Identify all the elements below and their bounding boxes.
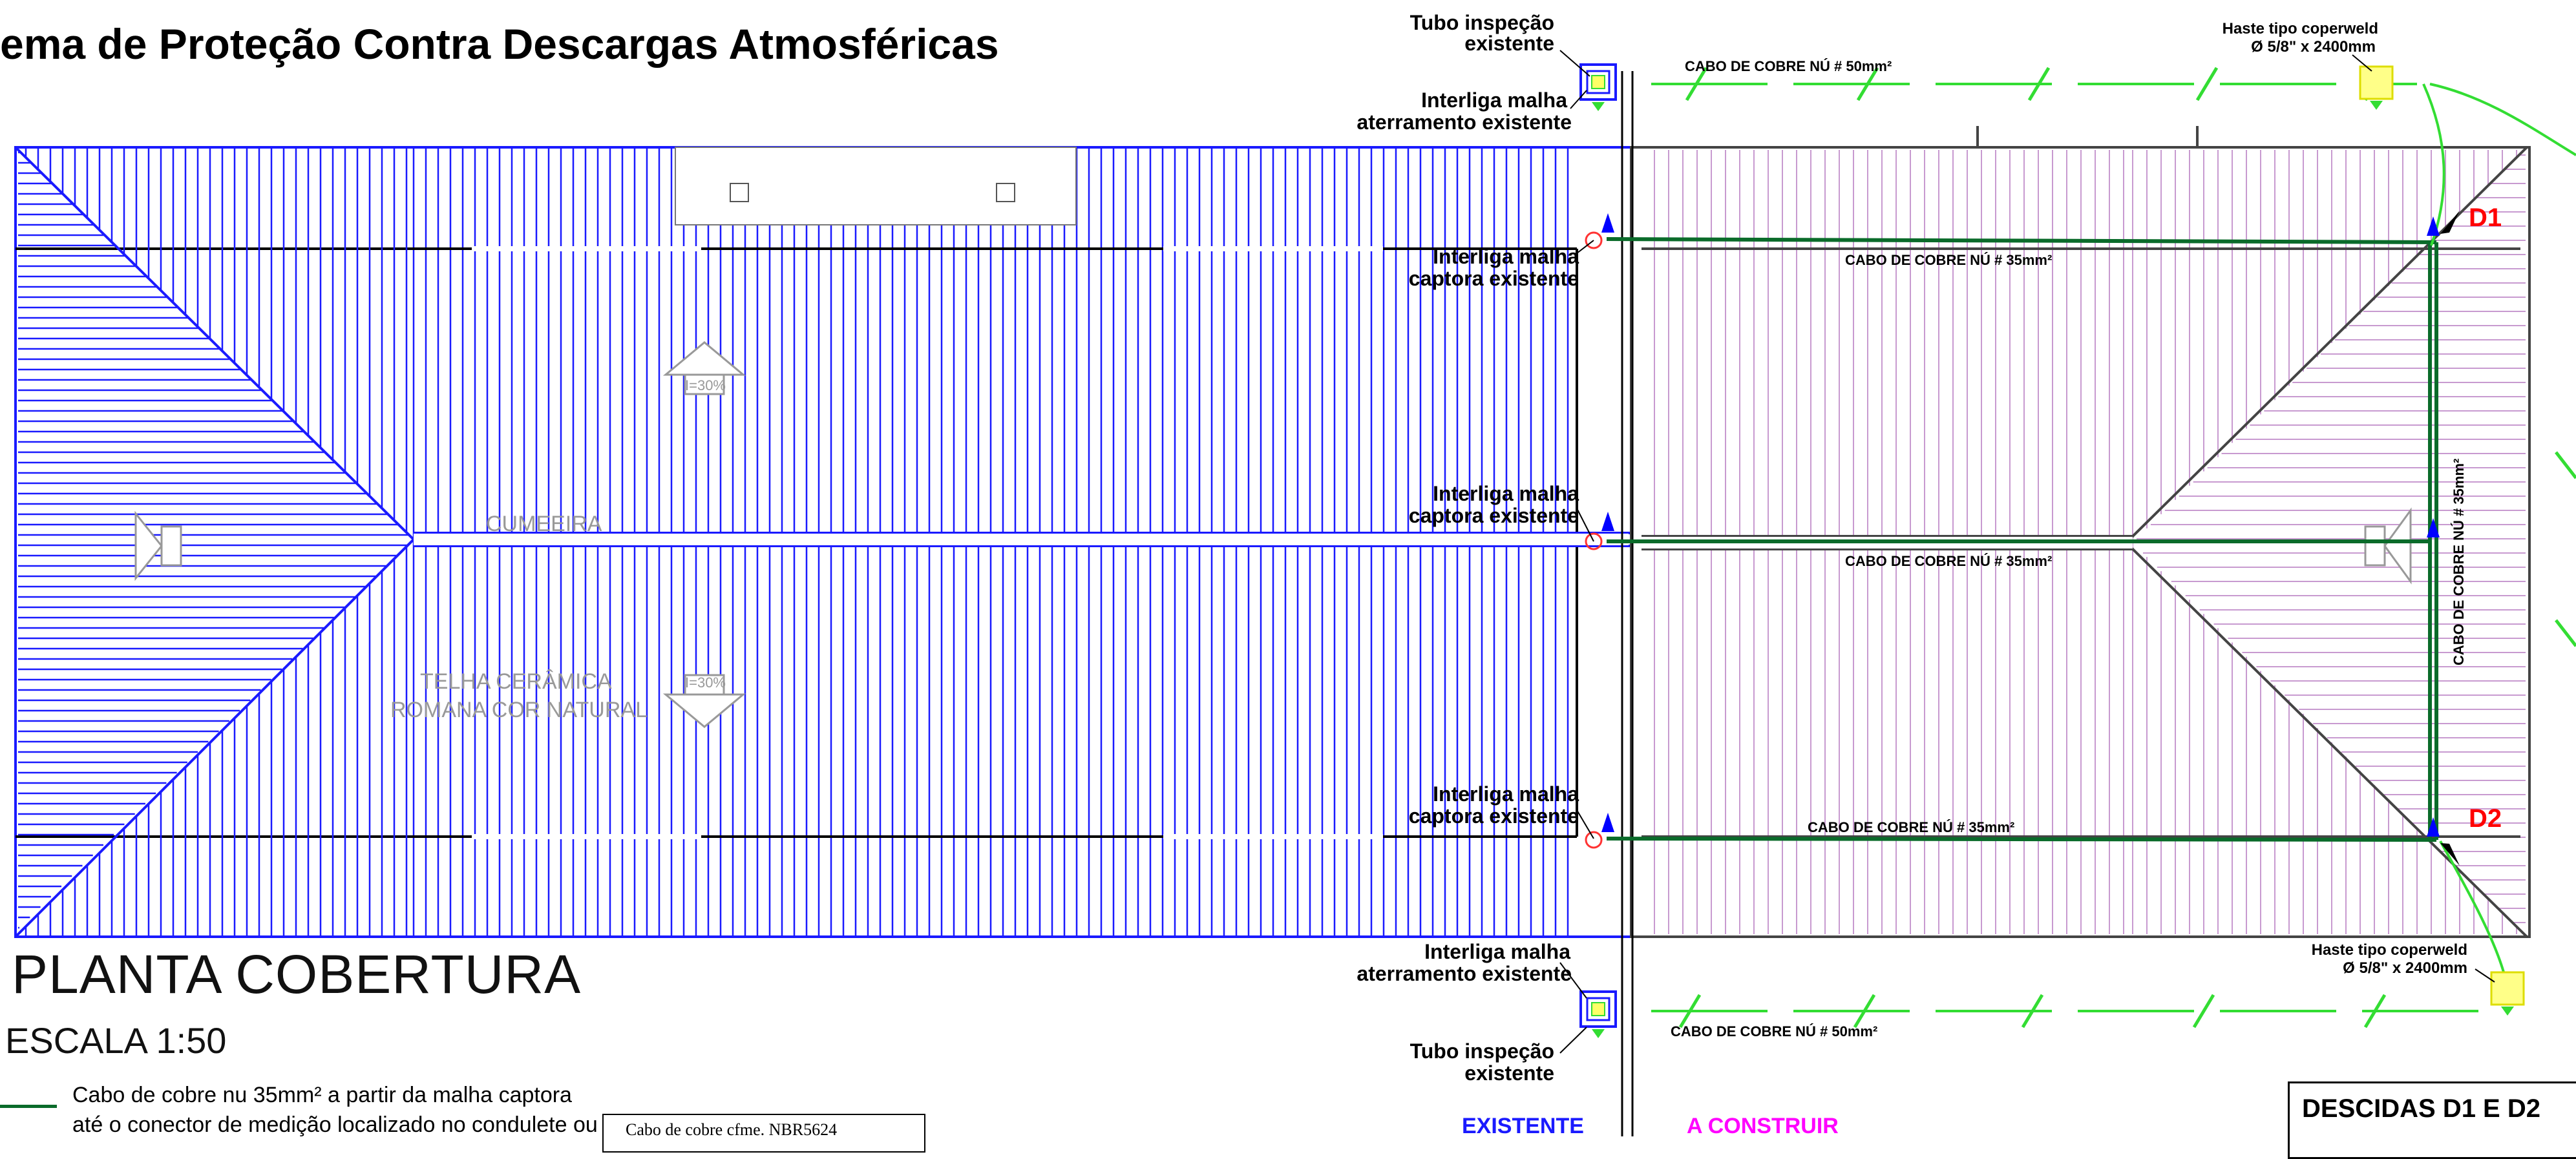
haste-top-line1: Haste tipo coperweld <box>2222 20 2378 37</box>
cabo35-vertical-label: CABO DE COBRE NÚ # 35mm² <box>2451 459 2467 665</box>
slope-label-top: I=30% <box>685 377 726 393</box>
haste-bot-line1: Haste tipo coperweld <box>2312 941 2467 959</box>
connection-markers <box>1585 211 2460 866</box>
interliga-capt-3-line1: Interliga malha <box>1433 782 1579 806</box>
norm-text: Cabo de cobre cfme. NBR5624 <box>626 1120 838 1139</box>
interliga-capt-1-line1: Interliga malha <box>1433 245 1579 268</box>
ground-rod-top <box>2359 65 2394 110</box>
haste-top-line2: Ø 5/8" x 2400mm <box>2251 38 2376 56</box>
interliga-aterr-top-line1: Interliga malha <box>1421 89 1567 112</box>
interliga-capt-2-line2: captora existente <box>1409 504 1579 527</box>
cabo35-label-2: CABO DE COBRE NÚ # 35mm² <box>1845 553 2052 569</box>
legend-line-2: até o conector de medição localizado no … <box>72 1112 598 1137</box>
sheet-scale: ESCALA 1:50 <box>5 1020 227 1061</box>
interliga-capt-3-line2: captora existente <box>1409 804 1579 828</box>
vent-box-left <box>730 183 749 202</box>
slope-label-bottom: I=30% <box>685 674 726 691</box>
interliga-aterr-top-line2: aterramento existente <box>1357 110 1572 134</box>
sheet-title: PLANTA COBERTURA <box>12 944 582 1005</box>
interliga-aterr-bot-line1: Interliga malha <box>1424 940 1570 963</box>
new-roof-outline <box>1630 126 2531 938</box>
existing-label: EXISTENTE <box>1462 1114 1584 1138</box>
tubo-top-line1: Tubo inspeção <box>1410 11 1554 34</box>
drawing-title: ema de Proteção Contra Descargas Atmosfé… <box>0 20 999 68</box>
ground-rod-bottom <box>2490 971 2525 1016</box>
gutter-breaks <box>472 246 1383 839</box>
legend-cable-swatch <box>0 1105 57 1108</box>
vent-box-right <box>996 183 1015 202</box>
inspection-tube-top <box>1579 63 1617 111</box>
tubo-bot-line1: Tubo inspeção <box>1410 1039 1554 1063</box>
grounding-ticks <box>1678 67 2576 1028</box>
interliga-capt-1-line2: captora existente <box>1409 267 1579 290</box>
tile-label-line2: ROMANA COR NATURAL <box>390 698 648 722</box>
descidas-title: DESCIDAS D1 E D2 <box>2302 1094 2540 1123</box>
ridge-label: CUMEEIRA <box>486 512 602 536</box>
leader-lines <box>1559 50 2495 1054</box>
tubo-bot-line2: existente <box>1464 1061 1554 1085</box>
division-lines <box>1621 71 1634 1136</box>
down-conductor-d2-label: D2 <box>2469 804 2502 833</box>
haste-bot-line2: Ø 5/8" x 2400mm <box>2343 959 2467 977</box>
ridge-band <box>414 534 1629 545</box>
cabo35-label-1: CABO DE COBRE NÚ # 35mm² <box>1845 252 2052 268</box>
to-build-label: A CONSTRUIR <box>1687 1114 1839 1138</box>
left-hip-area <box>18 147 409 937</box>
legend-text: Cabo de cobre nu 35mm² a partir da malha… <box>72 1080 598 1140</box>
cabo50-bot-label: CABO DE COBRE NÚ # 50mm² <box>1671 1023 1877 1039</box>
inspection-tube-bottom <box>1579 990 1617 1038</box>
interliga-aterr-bot-line2: aterramento existente <box>1357 962 1572 985</box>
cabo50-top-label: CABO DE COBRE NÚ # 50mm² <box>1685 58 1892 74</box>
left-hip-lines <box>14 146 1631 938</box>
down-conductor-d1-label: D1 <box>2469 204 2502 232</box>
tubo-top-line2: existente <box>1464 32 1554 55</box>
slope-arrows <box>134 341 2412 728</box>
cabo35-label-3: CABO DE COBRE NÚ # 35mm² <box>1808 819 2014 835</box>
captor-cables <box>1606 237 2438 842</box>
interliga-capt-2-line1: Interliga malha <box>1433 482 1579 505</box>
legend-line-1: Cabo de cobre nu 35mm² a partir da malha… <box>72 1083 572 1107</box>
tile-label-line1: TELHA CERÂMICA <box>420 669 612 694</box>
